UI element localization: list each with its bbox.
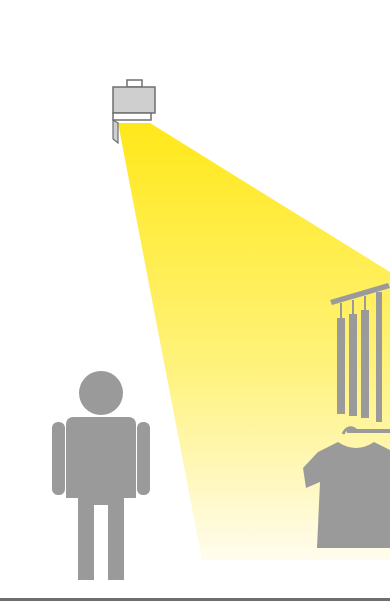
floor-line (0, 598, 390, 601)
person-icon (52, 371, 150, 580)
